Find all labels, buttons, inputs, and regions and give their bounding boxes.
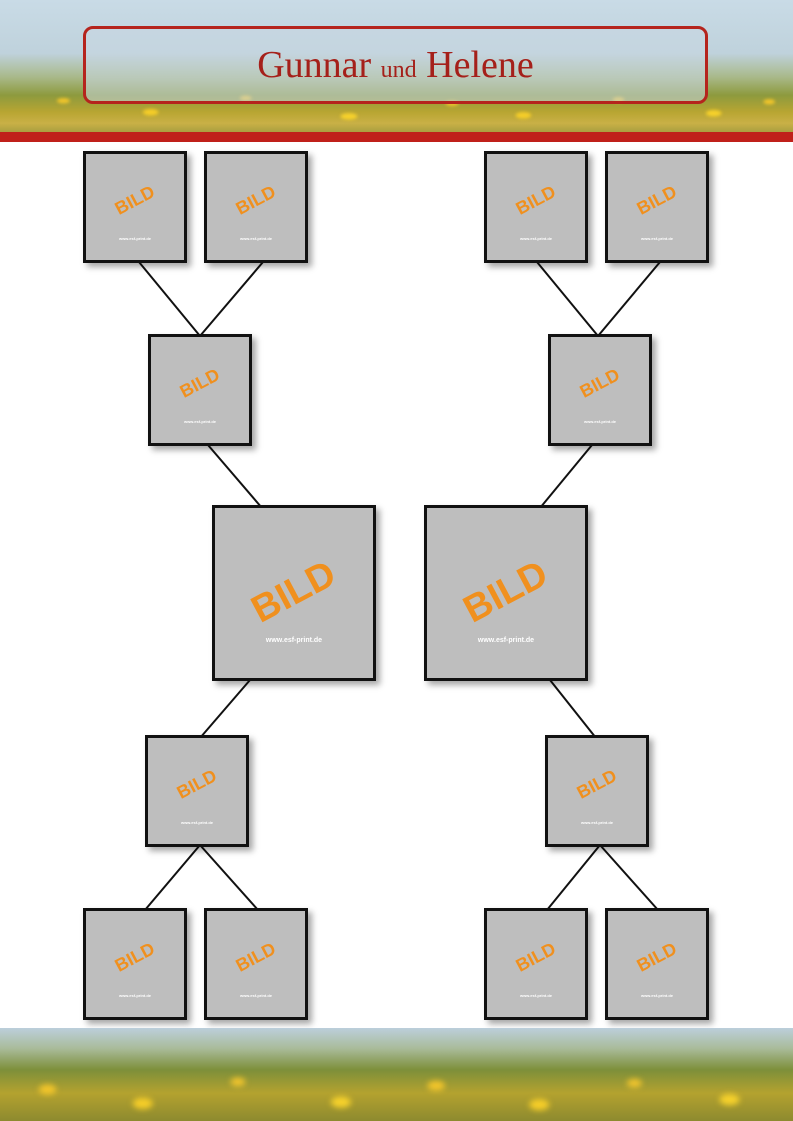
photo-frame-left-child: BILD www.esf-print.de (145, 735, 249, 847)
placeholder-watermark: www.esf-print.de (583, 418, 617, 424)
connector-line (536, 261, 599, 337)
photo-frame-left-grandchild-1: BILD www.esf-print.de (83, 908, 187, 1020)
placeholder-label: BILD (176, 364, 224, 402)
placeholder-watermark: www.esf-print.de (118, 992, 152, 998)
header-red-rule (0, 132, 793, 142)
placeholder-watermark: www.esf-print.de (640, 992, 674, 998)
photo-frame-left-parent: BILD www.esf-print.de (148, 334, 252, 446)
page-title: Gunnar und Helene (257, 45, 534, 90)
connector-line (599, 844, 659, 911)
placeholder-watermark: www.esf-print.de (239, 235, 273, 241)
placeholder-watermark: www.esf-print.de (183, 418, 217, 424)
placeholder-watermark: www.esf-print.de (180, 819, 214, 825)
photo-frame-right-main: BILD www.esf-print.de (424, 505, 588, 681)
connector-line (144, 844, 201, 911)
connector-line (199, 679, 251, 739)
photo-frame-left-grandchild-2: BILD www.esf-print.de (204, 908, 308, 1020)
placeholder-label: BILD (232, 181, 280, 219)
placeholder-watermark: www.esf-print.de (118, 235, 152, 241)
placeholder-label: BILD (633, 938, 681, 976)
photo-frame-right-grandchild-2: BILD www.esf-print.de (605, 908, 709, 1020)
placeholder-watermark: www.esf-print.de (519, 992, 553, 998)
connector-line (597, 261, 661, 337)
placeholder-label: BILD (576, 364, 624, 402)
connector-line (539, 444, 593, 509)
photo-frame-right-child: BILD www.esf-print.de (545, 735, 649, 847)
placeholder-watermark: www.esf-print.de (519, 235, 553, 241)
photo-frame-right-ancestor-1: BILD www.esf-print.de (484, 151, 588, 263)
footer-meadow-band (0, 1028, 793, 1121)
title-name-2: Helene (426, 44, 534, 86)
photo-frame-right-ancestor-2: BILD www.esf-print.de (605, 151, 709, 263)
connector-line (199, 844, 259, 911)
connector-line (199, 261, 264, 337)
photo-frame-left-ancestor-1: BILD www.esf-print.de (83, 151, 187, 263)
placeholder-label: BILD (512, 181, 560, 219)
placeholder-label: BILD (512, 938, 560, 976)
photo-frame-right-grandchild-1: BILD www.esf-print.de (484, 908, 588, 1020)
placeholder-label: BILD (573, 765, 621, 803)
placeholder-label: BILD (244, 552, 343, 632)
photo-frame-right-parent: BILD www.esf-print.de (548, 334, 652, 446)
photo-frame-left-main: BILD www.esf-print.de (212, 505, 376, 681)
placeholder-label: BILD (232, 938, 280, 976)
footer-flowers-decoration (0, 1058, 793, 1121)
placeholder-watermark: www.esf-print.de (477, 637, 535, 644)
placeholder-watermark: www.esf-print.de (580, 819, 614, 825)
placeholder-label: BILD (633, 181, 681, 219)
placeholder-label: BILD (111, 938, 159, 976)
photo-frame-left-ancestor-2: BILD www.esf-print.de (204, 151, 308, 263)
title-name-1: Gunnar (257, 44, 372, 86)
placeholder-label: BILD (111, 181, 159, 219)
title-conjunction: und (380, 57, 417, 83)
placeholder-watermark: www.esf-print.de (640, 235, 674, 241)
placeholder-label: BILD (456, 552, 555, 632)
connector-line (207, 444, 263, 509)
placeholder-label: BILD (173, 765, 221, 803)
title-box: Gunnar und Helene (83, 26, 708, 104)
placeholder-watermark: www.esf-print.de (239, 992, 273, 998)
connector-line (138, 261, 201, 337)
placeholder-watermark: www.esf-print.de (265, 637, 323, 644)
connector-line (546, 844, 601, 911)
connector-line (549, 679, 597, 739)
